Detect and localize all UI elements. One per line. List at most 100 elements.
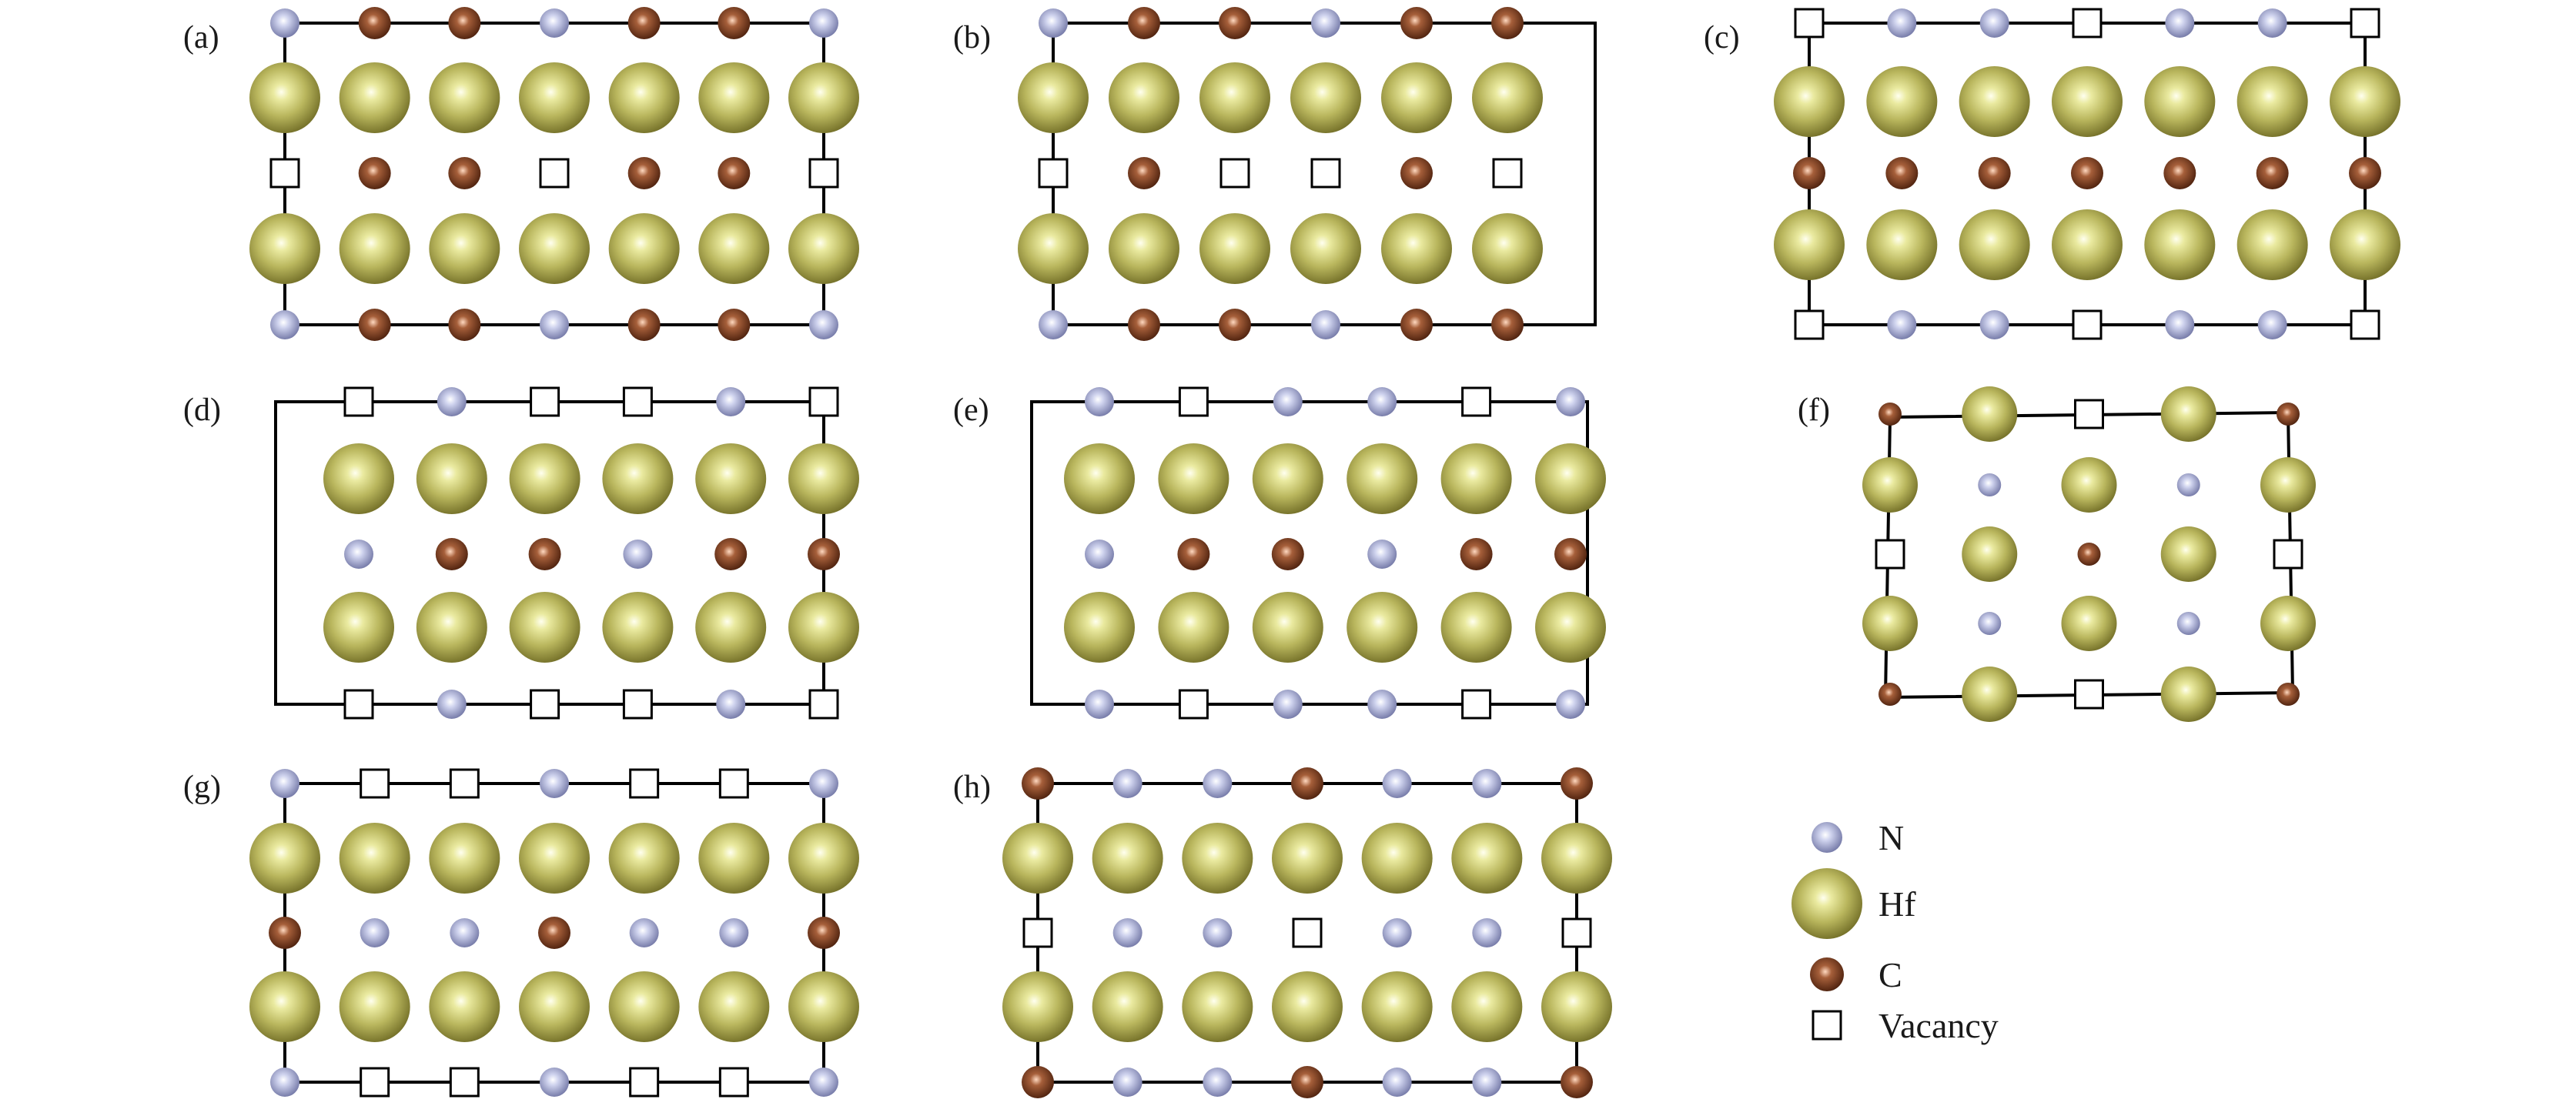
panel-h: (h) xyxy=(953,767,1612,1098)
hafnium-atom xyxy=(602,443,674,514)
vacancy-site xyxy=(718,768,749,799)
hafnium-atom xyxy=(698,62,770,133)
carbon-atom xyxy=(1271,538,1304,570)
nitrogen-atom xyxy=(2257,310,2287,339)
carbon-atom xyxy=(1491,7,1524,39)
nitrogen-atom xyxy=(629,918,659,947)
hafnium-atom xyxy=(2330,209,2400,280)
hafnium-atom xyxy=(249,823,320,894)
hafnium-atom xyxy=(1959,209,2030,280)
hafnium-atom xyxy=(1272,823,1343,894)
vacancy-site xyxy=(2350,309,2380,340)
hafnium-atom xyxy=(695,443,767,514)
vacancy-site xyxy=(1794,8,1825,38)
hafnium-atom xyxy=(1361,823,1433,894)
nitrogen-atom xyxy=(1887,8,1917,38)
vacancy-site xyxy=(269,158,300,189)
hafnium-atom xyxy=(339,213,410,284)
vacancy-site xyxy=(1492,158,1523,189)
carbon-atom-icon xyxy=(1785,937,1869,1011)
hafnium-atom xyxy=(1092,971,1163,1042)
hafnium-atom xyxy=(698,971,770,1042)
nitrogen-atom xyxy=(1472,1068,1502,1097)
carbon-atom xyxy=(1491,309,1524,341)
hafnium-atom xyxy=(1541,971,1612,1042)
carbon-atom xyxy=(358,309,391,341)
legend: N Hf C Vacancy xyxy=(1785,800,2139,1054)
carbon-atom xyxy=(718,157,751,189)
hafnium-atom xyxy=(1347,443,1418,514)
panel-b: (b) xyxy=(953,7,1597,341)
hafnium-atom xyxy=(1018,62,1089,133)
carbon-atom xyxy=(1400,157,1433,189)
nitrogen-atom xyxy=(1382,769,1412,798)
vacancy-site xyxy=(1178,386,1209,417)
legend-item-n: N xyxy=(1785,800,1904,874)
vacancy-site xyxy=(360,1067,390,1098)
hafnium-atom xyxy=(608,62,680,133)
panel-a: (a) xyxy=(183,7,859,341)
legend-item-hf: Hf xyxy=(1785,867,1916,941)
hafnium-atom xyxy=(416,592,487,663)
vacancy-site xyxy=(539,158,570,189)
legend-label-hf: Hf xyxy=(1878,884,1916,924)
nitrogen-atom xyxy=(270,8,299,38)
carbon-atom xyxy=(714,538,748,570)
hafnium-atom xyxy=(2236,209,2308,280)
hafnium-atom xyxy=(1472,62,1543,133)
carbon-atom xyxy=(435,538,468,570)
carbon-atom xyxy=(1291,767,1323,800)
hafnium-atom xyxy=(698,823,770,894)
carbon-atom xyxy=(1291,1066,1323,1098)
vacancy-site xyxy=(1292,917,1323,948)
carbon-atom xyxy=(718,309,751,341)
carbon-atom xyxy=(1177,538,1210,570)
hafnium-atom xyxy=(788,592,859,663)
hafnium-atom xyxy=(1381,62,1452,133)
hafnium-atom xyxy=(1199,213,1270,284)
panel-e: (e) xyxy=(953,386,1606,720)
nitrogen-atom xyxy=(1085,387,1114,416)
hafnium-atom xyxy=(1064,592,1135,663)
hafnium-atom xyxy=(1182,971,1253,1042)
panel-label: (d) xyxy=(183,393,221,428)
hafnium-atom xyxy=(2052,66,2123,137)
vacancy-site xyxy=(530,689,560,720)
hafnium-atom xyxy=(249,62,320,133)
nitrogen-atom xyxy=(2165,8,2195,38)
hafnium-atom xyxy=(1002,971,1073,1042)
nitrogen-atom xyxy=(716,690,746,719)
hafnium-atom xyxy=(429,62,500,133)
vacancy-site xyxy=(2074,399,2104,429)
nitrogen-atom xyxy=(809,8,838,38)
hafnium-atom-icon xyxy=(1785,867,1869,941)
hafnium-atom xyxy=(1381,213,1452,284)
carbon-atom xyxy=(1561,1066,1593,1098)
hafnium-atom xyxy=(1290,213,1361,284)
vacancy-site xyxy=(360,768,390,799)
nitrogen-atom-icon xyxy=(1785,800,1869,874)
hafnium-atom xyxy=(249,971,320,1042)
hafnium-atom xyxy=(1535,443,1606,514)
vacancy-site xyxy=(808,386,839,417)
vacancy-site xyxy=(343,386,374,417)
hafnium-atom xyxy=(1272,971,1343,1042)
carbon-atom xyxy=(1793,157,1825,189)
hafnium-atom xyxy=(2144,66,2216,137)
hafnium-atom xyxy=(1774,209,1845,280)
carbon-atom xyxy=(1128,309,1160,341)
nitrogen-atom xyxy=(1979,8,2009,38)
vacancy-site xyxy=(2273,539,2303,570)
hafnium-atom xyxy=(323,443,394,514)
nitrogen-atom xyxy=(540,1068,569,1097)
nitrogen-atom xyxy=(270,769,299,798)
carbon-atom xyxy=(2256,157,2289,189)
hafnium-atom xyxy=(323,592,394,663)
carbon-atom xyxy=(627,7,661,39)
carbon-atom xyxy=(358,7,391,39)
carbon-atom xyxy=(358,157,391,189)
hafnium-atom xyxy=(1451,823,1523,894)
nitrogen-atom xyxy=(1311,8,1340,38)
nitrogen-atom xyxy=(270,310,299,339)
nitrogen-atom xyxy=(1367,540,1397,569)
